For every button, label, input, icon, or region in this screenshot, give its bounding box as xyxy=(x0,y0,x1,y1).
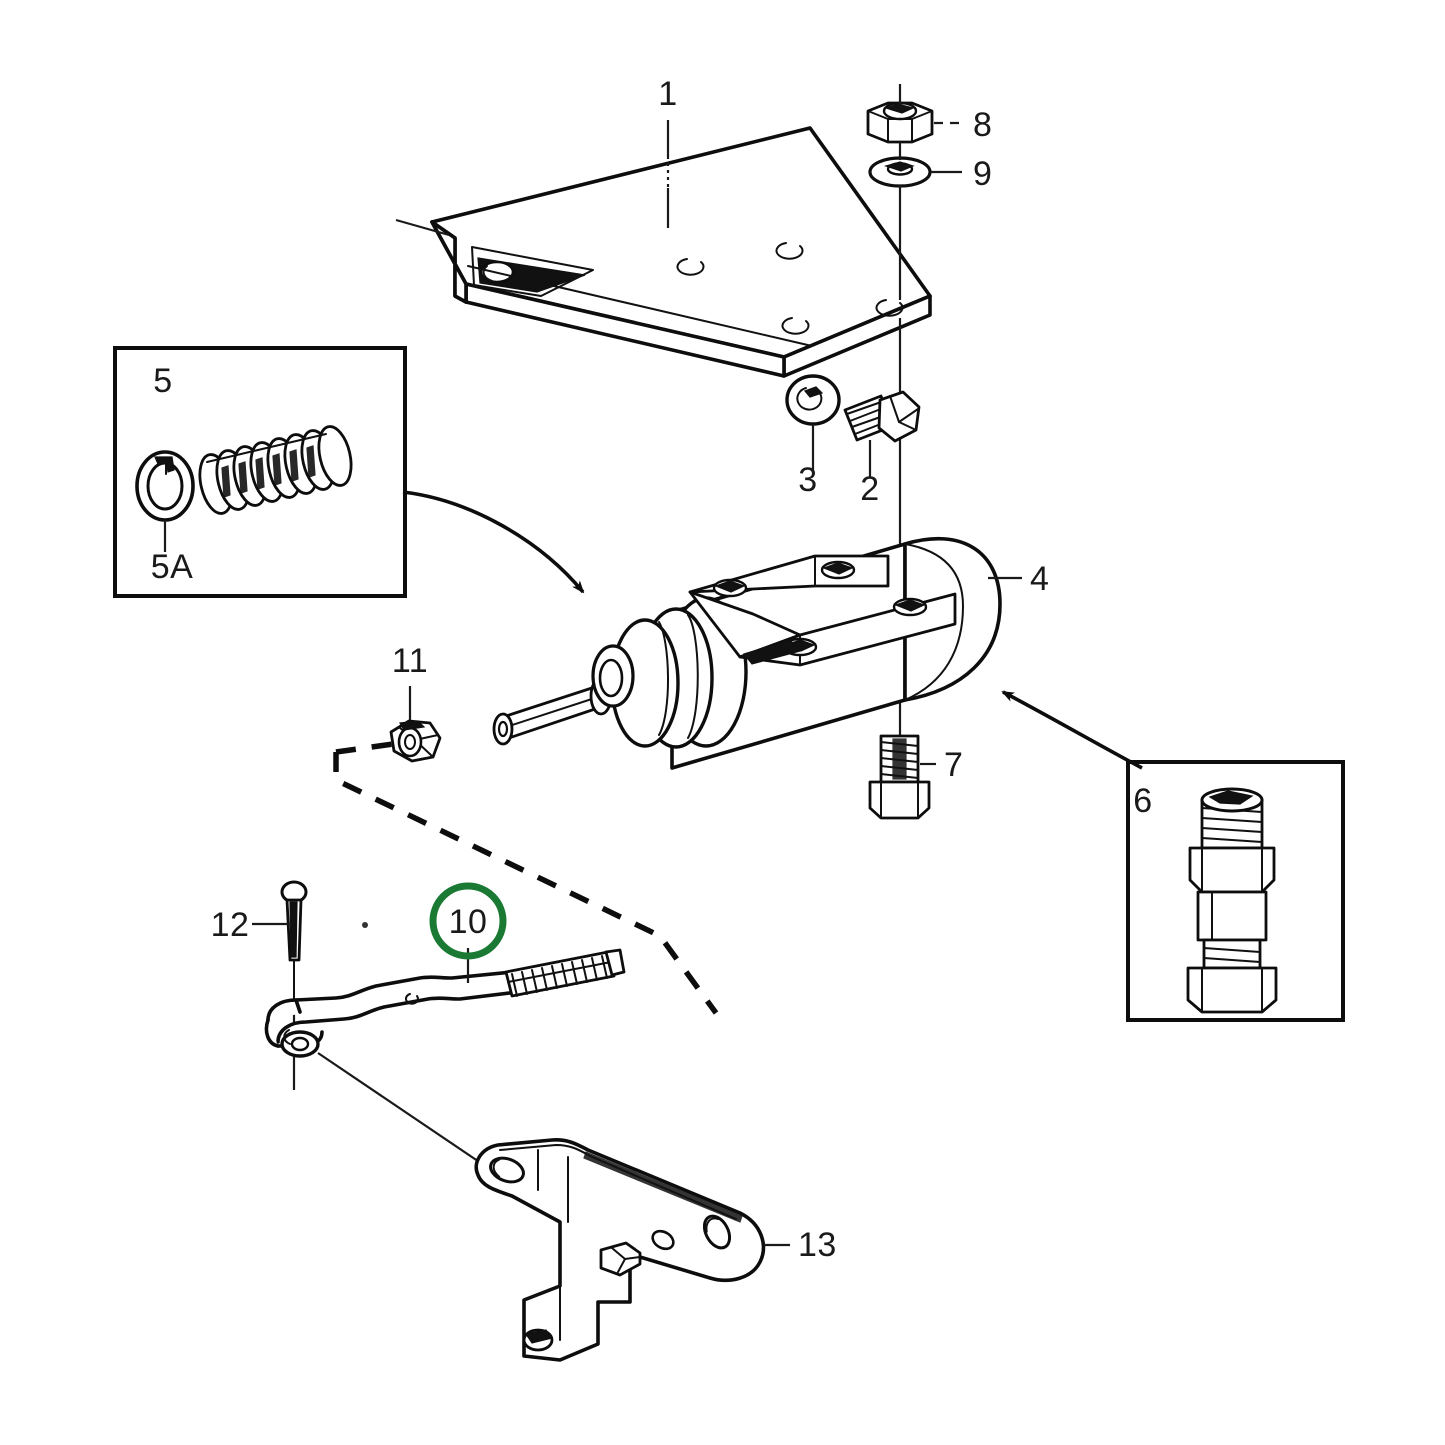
registration-dot xyxy=(362,922,368,928)
part-11-rod-end-nut xyxy=(389,719,442,763)
dashed-assembly-line-a xyxy=(335,741,394,755)
callout-label-12: 12 xyxy=(211,906,250,944)
callout-label-9: 9 xyxy=(973,155,992,193)
part-2-hex-head-screw xyxy=(843,390,921,443)
callout-label-10: 10 xyxy=(449,903,488,941)
part-1-mounting-bracket-plate xyxy=(430,126,932,378)
callout-label-1: 1 xyxy=(658,75,677,113)
cylinder-boot xyxy=(610,596,748,749)
arrow-inset5-to-cylinder xyxy=(402,490,585,594)
part-12-cotter-pin xyxy=(280,880,308,1001)
inset-box-5 xyxy=(113,346,407,598)
cylinder-push-rod xyxy=(492,644,635,746)
callout-label-8: 8 xyxy=(973,106,992,144)
part-4-actuator-cylinder xyxy=(492,536,1002,770)
callout-label-2: 2 xyxy=(860,470,879,508)
callout-label-4: 4 xyxy=(1030,560,1049,598)
inset-box-6 xyxy=(1126,760,1345,1022)
dashed-assembly-line-b xyxy=(333,752,719,1015)
bracket-holes xyxy=(676,242,904,335)
coil-spring-graphic xyxy=(198,425,353,515)
retaining-clip-graphic xyxy=(135,450,195,522)
callout-label-13: 13 xyxy=(798,1226,837,1264)
highlight-ring-callout-10 xyxy=(429,882,507,960)
callout-label-7: 7 xyxy=(944,746,963,784)
callout-label-6: 6 xyxy=(1133,782,1152,820)
union-fitting-graphic xyxy=(1186,787,1278,1014)
callout-label-3: 3 xyxy=(798,461,817,499)
callout-label-5a: 5A xyxy=(151,548,194,586)
part-8-hex-nut xyxy=(866,101,934,144)
arrow-inset6-to-cylinder xyxy=(1001,690,1143,770)
part-10-adjusting-rod xyxy=(264,948,626,1058)
part-3-washer xyxy=(785,374,841,426)
part-13-lever-bracket xyxy=(474,1138,766,1362)
leader-line-rod-to-lever xyxy=(317,1052,501,1177)
cylinder-mounting-strap xyxy=(688,554,957,667)
leader-line-bracket-flange xyxy=(395,218,450,237)
callout-label-11: 11 xyxy=(392,642,428,680)
part-7-hex-bolt xyxy=(868,734,931,820)
part-9-flat-washer xyxy=(868,156,932,188)
callout-label-5: 5 xyxy=(153,362,172,400)
callout-labels: 1 8 9 5 5A 3 2 4 11 7 6 12 10 13 xyxy=(151,75,1153,1264)
